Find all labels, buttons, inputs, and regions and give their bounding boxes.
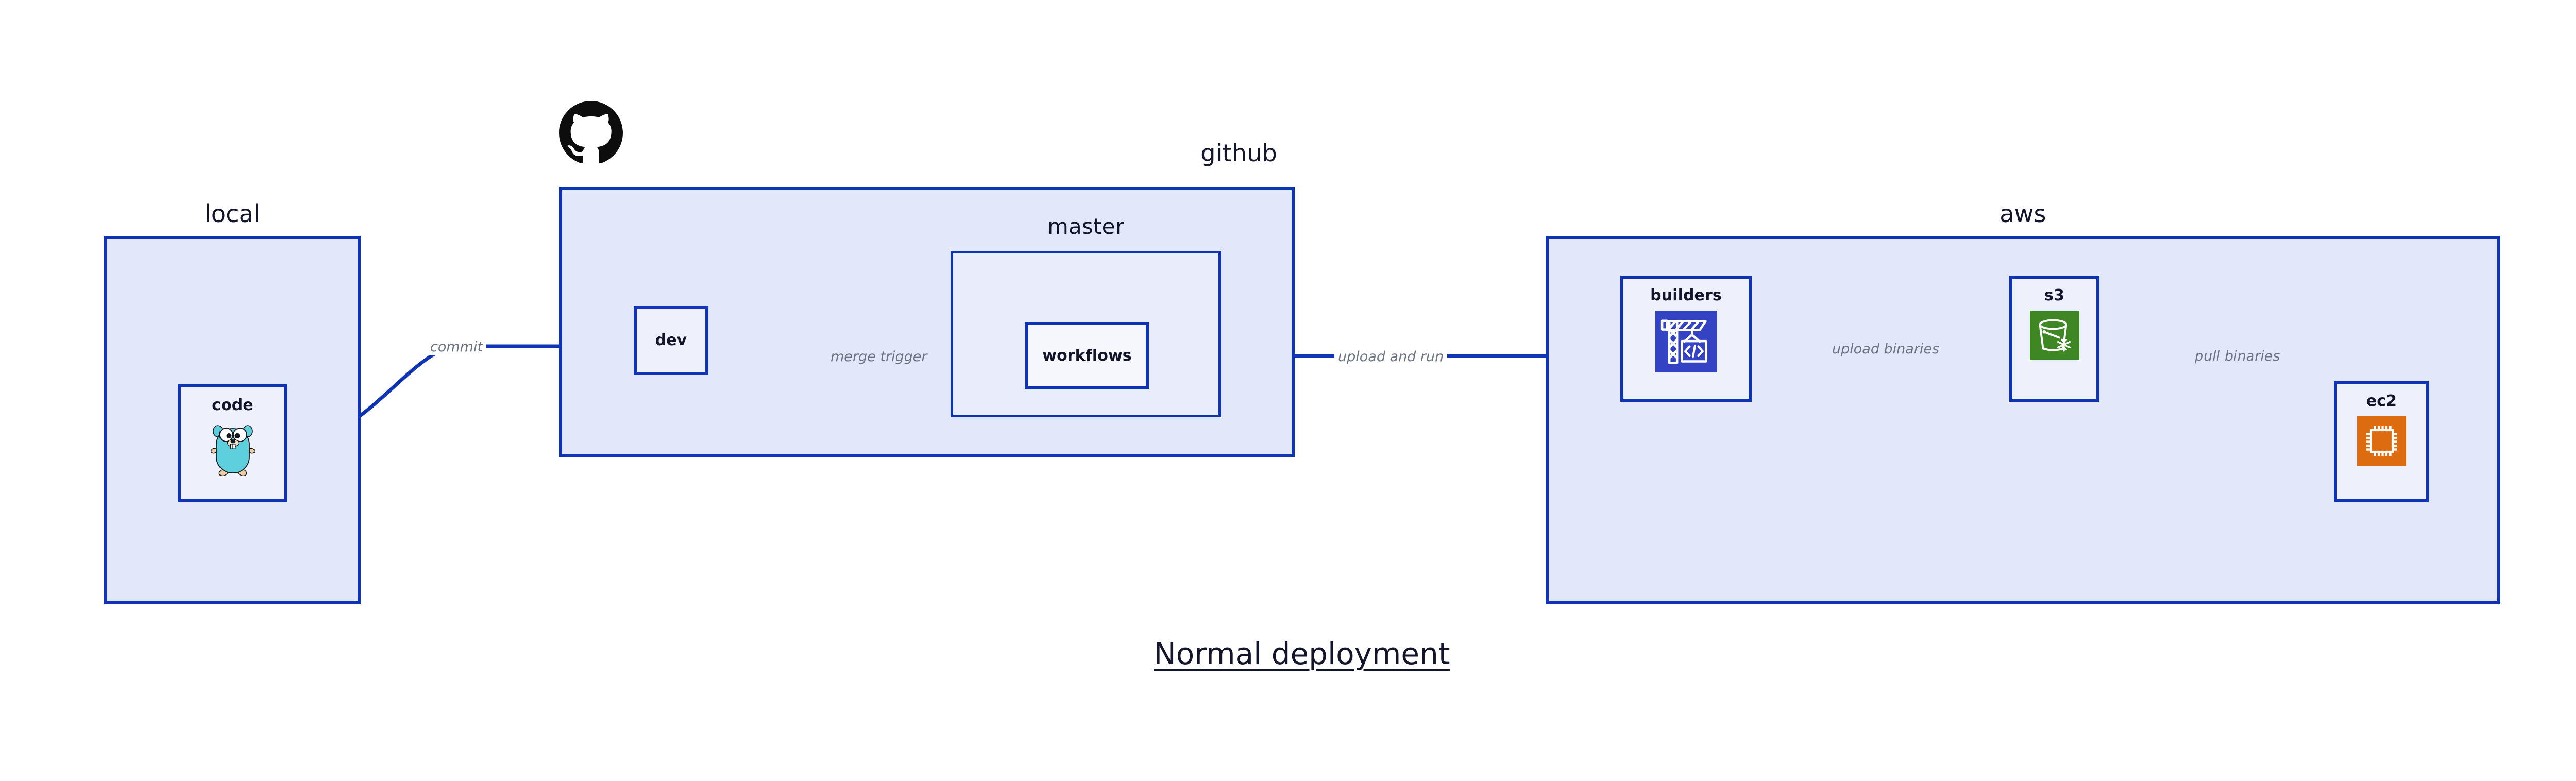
github-mark-icon [559, 101, 623, 165]
ec2-cpu-icon [2357, 416, 2406, 468]
node-label-dev: dev [655, 331, 687, 349]
group-label-master: master [1047, 214, 1125, 239]
go-gopher-icon [210, 422, 255, 478]
crane-code-icon [1655, 311, 1717, 375]
node-label-workflows: workflows [1042, 346, 1132, 365]
node-s3[interactable]: s3 [2009, 276, 2099, 402]
s3-bucket-icon [2029, 311, 2079, 362]
edge-label-upload-and-run: upload and run [1334, 349, 1448, 365]
diagram-title: Normal deployment [1154, 636, 1450, 671]
node-label-builders: builders [1650, 286, 1722, 304]
edge-label-upload-binaries: upload binaries [1828, 341, 1943, 357]
node-builders[interactable]: builders [1620, 276, 1752, 402]
node-code[interactable]: code [178, 384, 287, 502]
node-label-code: code [212, 396, 253, 414]
node-label-ec2: ec2 [2366, 392, 2397, 410]
edge-label-commit: commit [427, 339, 487, 355]
edge-label-merge-trigger: merge trigger [827, 349, 931, 365]
node-ec2[interactable]: ec2 [2334, 381, 2429, 502]
group-label-local: local [204, 200, 261, 228]
edge-label-pull-binaries: pull binaries [2191, 348, 2284, 364]
node-label-s3: s3 [2044, 286, 2064, 304]
node-dev[interactable]: dev [634, 306, 708, 375]
group-label-github: github [1200, 139, 1277, 167]
group-label-aws: aws [1999, 200, 2046, 228]
node-workflows[interactable]: workflows [1025, 322, 1149, 389]
